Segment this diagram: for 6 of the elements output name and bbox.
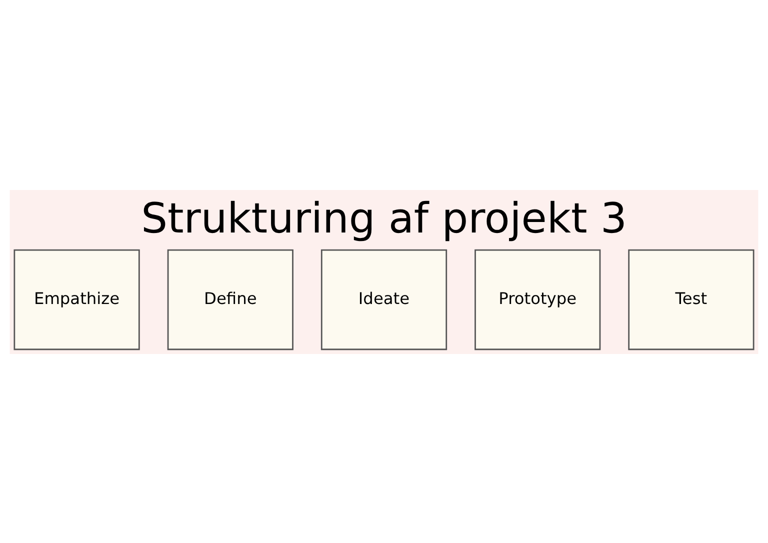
diagram-title: Strukturing af projekt 3 [141, 193, 627, 242]
node-box: Define [167, 248, 294, 350]
node-box: Ideate [320, 248, 448, 350]
node-box: Empathize [14, 248, 140, 350]
node-box: Test [628, 248, 754, 350]
node-box: Prototype [474, 248, 601, 350]
